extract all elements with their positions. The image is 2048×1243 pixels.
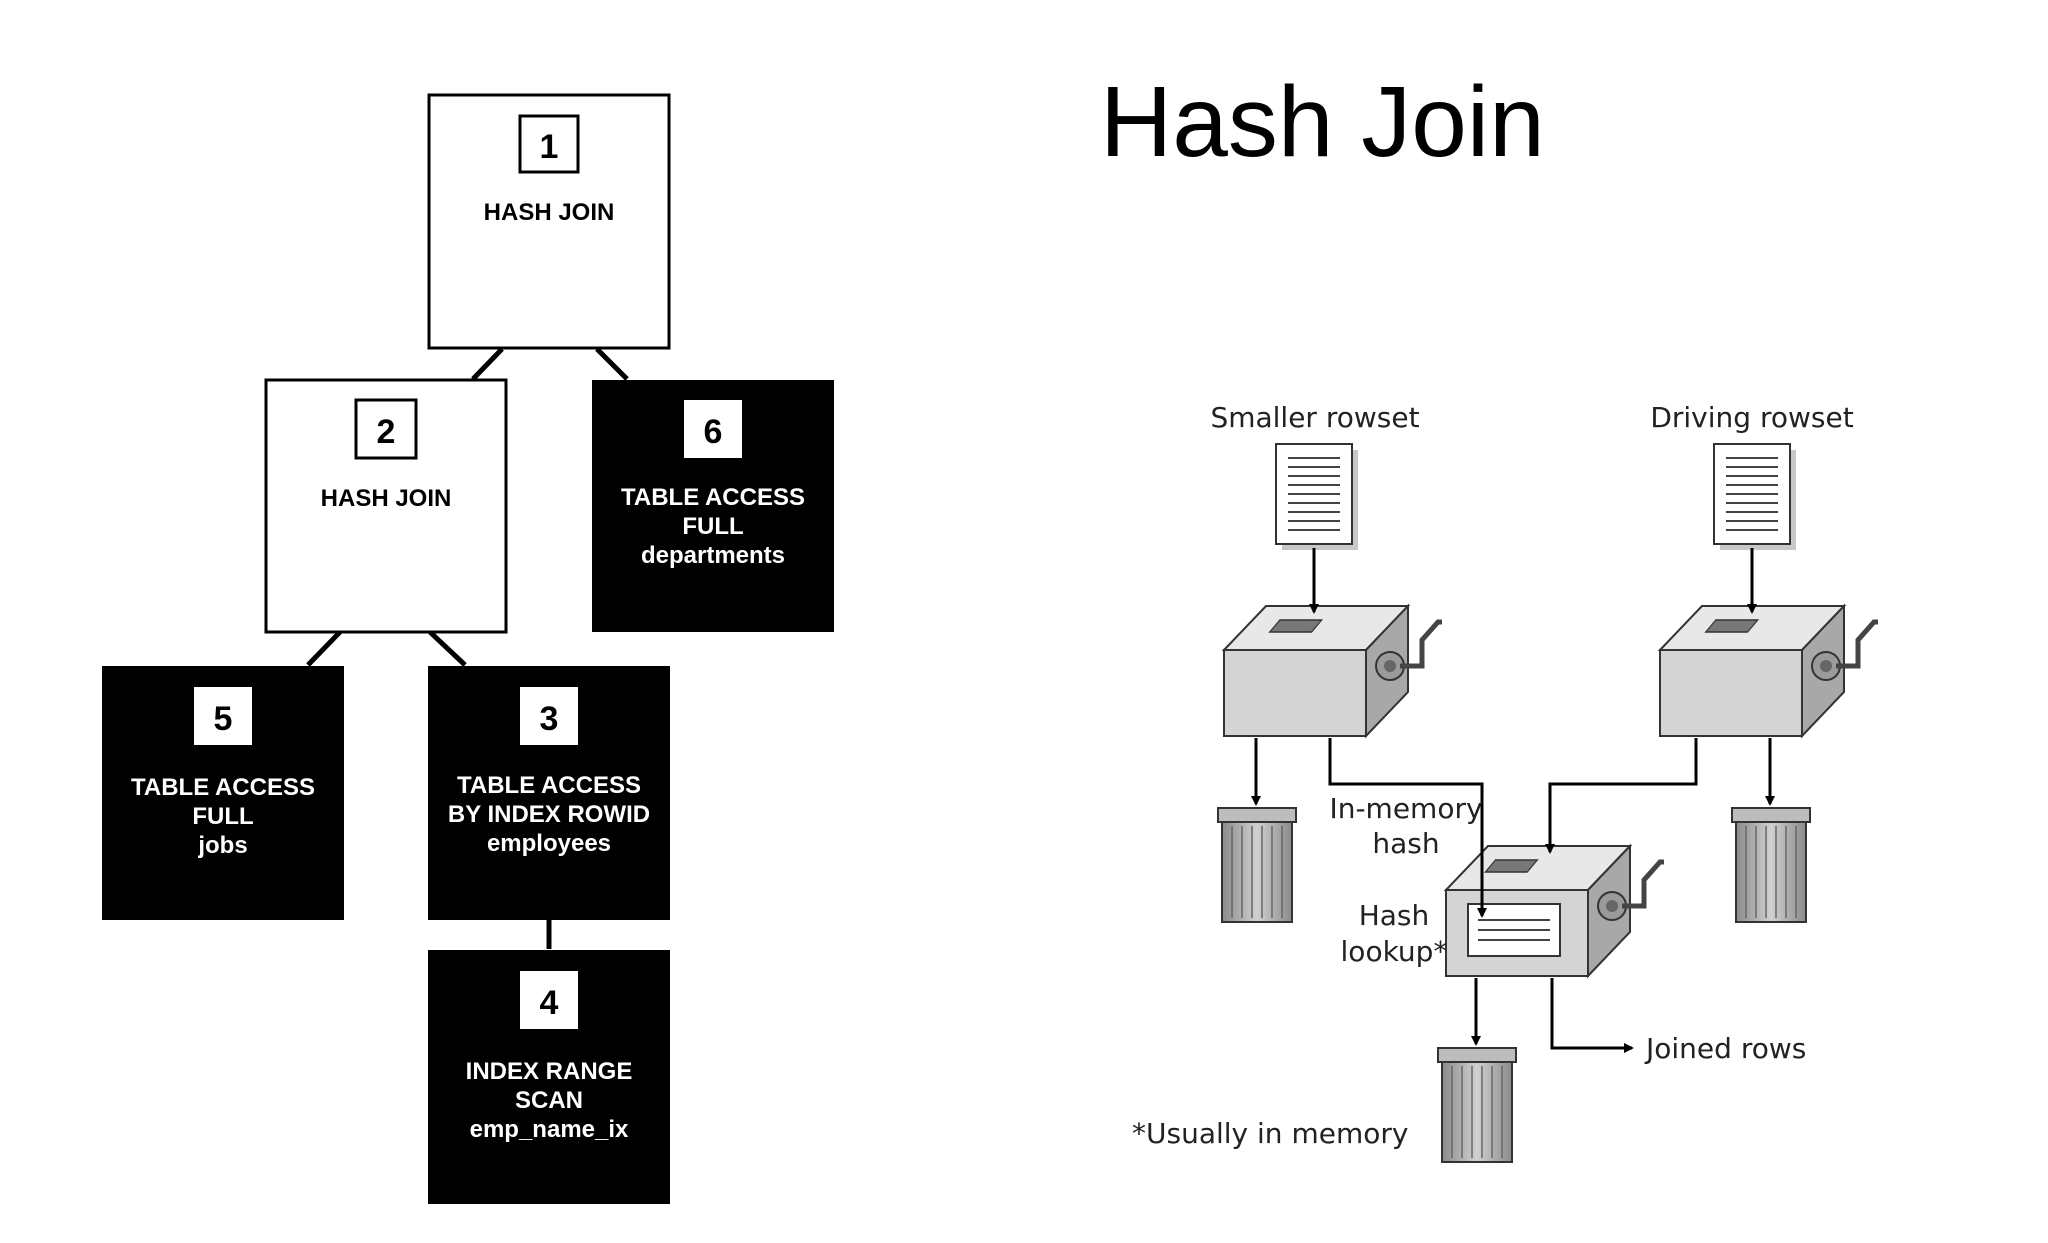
hash-lookup-machine-icon (1443, 843, 1664, 979)
plan-node-6-number: 6 (704, 413, 723, 451)
edge-1-2 (471, 347, 504, 381)
smaller-rowset-label: Smaller rowset (1210, 401, 1419, 434)
driving-rowset-document-icon (1713, 443, 1796, 550)
discard-bin-right-icon (1731, 807, 1811, 923)
in-memory-hash-label-line-2: hash (1372, 827, 1439, 860)
plan-node-2-number-box (354, 398, 418, 460)
plan-node-5-line-2: FULL (192, 803, 253, 830)
plan-node-6-line-3: departments (641, 542, 785, 569)
joined-rows-label: Joined rows (1644, 1032, 1806, 1065)
plan-node-4-line-1: INDEX RANGE (466, 1058, 633, 1085)
plan-node-5: 5 TABLE ACCESS FULL jobs (102, 666, 344, 920)
plan-node-6-line-1: TABLE ACCESS (621, 484, 805, 511)
plan-node-4-number-box (520, 971, 578, 1029)
plan-node-3-line-3: employees (487, 830, 611, 857)
hash-lookup-label-line-2: lookup* (1341, 935, 1448, 968)
plan-node-5-number: 5 (214, 700, 233, 738)
arrow-joined-rows (1550, 978, 1634, 1053)
plan-node-3-line-1: TABLE ACCESS (457, 772, 641, 799)
edge-2-3 (428, 630, 467, 667)
plan-node-4: 4 INDEX RANGE SCAN emp_name_ix (428, 950, 670, 1204)
hash-build-machine-icon (1221, 603, 1442, 739)
plan-node-4-line-2: SCAN (515, 1087, 583, 1114)
plan-node-1-number: 1 (540, 128, 559, 166)
plan-node-2-operation: HASH JOIN (321, 485, 452, 512)
plan-tree-edges (306, 347, 629, 949)
hash-join-flow-diagram: Smaller rowset Driving rowset (1132, 401, 1878, 1163)
flow-arrows (1251, 548, 1775, 1053)
plan-node-1-operation: HASH JOIN (484, 199, 615, 226)
plan-node-6-line-2: FULL (682, 513, 743, 540)
plan-node-4-line-3: emp_name_ix (470, 1116, 629, 1143)
plan-node-6-number-box (684, 400, 742, 458)
hash-lookup-label-line-1: Hash (1359, 899, 1430, 932)
driving-rowset-label: Driving rowset (1650, 401, 1853, 434)
discard-bin-bottom-icon (1437, 1047, 1517, 1163)
plan-node-2: 2 HASH JOIN (264, 378, 508, 634)
arrow-in-memory-hash (1328, 738, 1487, 918)
plan-node-3-line-2: BY INDEX ROWID (448, 801, 650, 828)
probe-machine-icon (1657, 603, 1878, 739)
smaller-rowset-document-icon (1275, 443, 1358, 550)
plan-node-5-number-box (194, 687, 252, 745)
arrow-probe-to-hash-lookup (1545, 738, 1698, 854)
plan-node-3-number-box (520, 687, 578, 745)
edge-2-5 (306, 630, 342, 667)
in-memory-hash-label-line-1: In-memory (1329, 792, 1482, 825)
plan-node-3: 3 TABLE ACCESS BY INDEX ROWID employees (428, 666, 670, 920)
plan-node-1: 1 HASH JOIN (427, 93, 671, 350)
plan-node-5-line-1: TABLE ACCESS (131, 774, 315, 801)
footnote: *Usually in memory (1132, 1117, 1408, 1150)
slide-title: Hash Join (1100, 66, 1545, 178)
edge-1-6 (595, 347, 629, 381)
discard-bin-left-icon (1217, 807, 1297, 923)
plan-node-6: 6 TABLE ACCESS FULL departments (592, 380, 834, 632)
plan-node-1-number-box (518, 114, 580, 174)
plan-node-2-number: 2 (377, 413, 396, 451)
plan-node-4-number: 4 (540, 984, 559, 1022)
plan-node-3-number: 3 (540, 700, 559, 738)
execution-plan-tree: 1 HASH JOIN 2 HASH JOIN 6 TABLE ACCESS F… (102, 93, 834, 1204)
plan-node-5-line-3: jobs (197, 832, 247, 859)
